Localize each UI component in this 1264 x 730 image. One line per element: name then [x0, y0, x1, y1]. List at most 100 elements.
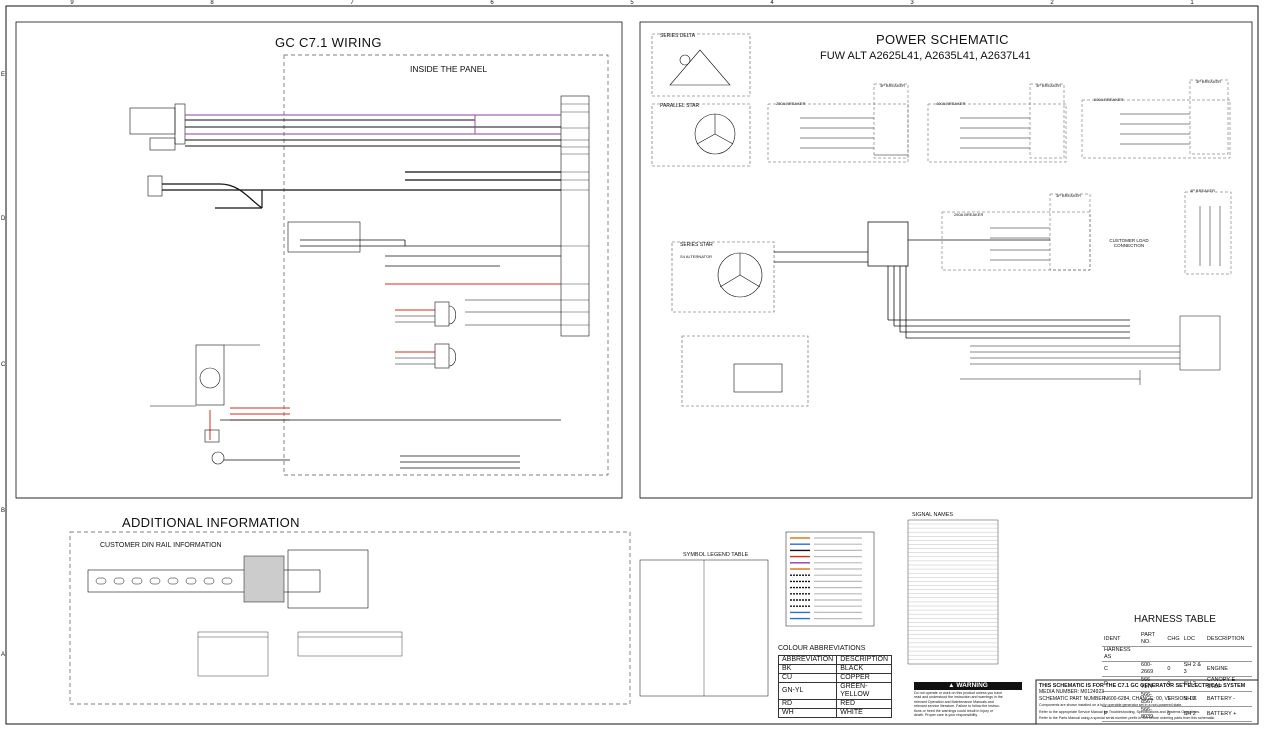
breaker-label-2: 3P BREAKER: [1036, 83, 1062, 88]
table-cell: ABBREVIATION: [777, 655, 838, 665]
table-cell: SH 2: [1181, 706, 1205, 722]
table-cell: COPPER: [836, 673, 893, 683]
col-marker: 6: [490, 0, 494, 6]
row-marker: D: [1, 216, 6, 222]
warning-line: tions or heed the warnings could result …: [914, 708, 994, 713]
table-cell: D: [1102, 676, 1139, 692]
breaker-label-3: 3P BREAKER: [1196, 79, 1222, 84]
terminal-strip: [560, 95, 590, 337]
harness-table: IDENT PART NO. CHG LOC DESCRIPTION HARNE…: [1102, 632, 1252, 722]
warning-title: WARNING: [956, 682, 988, 689]
power-panel-frame: [639, 21, 1253, 499]
table-cell: 566-8039: [1138, 706, 1166, 722]
colour-abbreviations-title: COLOUR ABBREVIATIONS: [778, 645, 866, 652]
warning-text: Do not operate or work on this product u…: [914, 691, 1003, 717]
table-cell: GREEN-YELLOW: [836, 682, 893, 700]
rated-breaker-4: 250A BREAKER: [954, 212, 984, 217]
table-cell: 1: [1165, 691, 1182, 707]
terminal-block-bank: [243, 555, 285, 603]
row-marker: E: [1, 72, 5, 78]
col-marker: 5: [630, 0, 634, 6]
info-line-1: THIS SCHEMATIC IS FOR THE C7.1 GC GENERA…: [1039, 683, 1246, 689]
signal-names-box: [907, 519, 999, 665]
parallel-star-label: PARALLEL STAR: [660, 103, 700, 109]
power-subtitle: FUW ALT A2625L41, A2635L41, A2637L41: [820, 50, 1031, 62]
wiring-title: GC C7.1 WIRING: [275, 35, 382, 50]
table-cell: BATTERY +: [1204, 706, 1252, 722]
rated-breaker-3: 600A BREAKER: [1094, 97, 1124, 102]
table-cell: DESCRIPTION: [836, 655, 893, 665]
avr-box: [681, 335, 809, 407]
breaker-group-2: [927, 83, 1067, 163]
rated-breaker-2: 400A BREAKER: [936, 101, 966, 106]
table-cell: GN-YL: [777, 682, 838, 700]
info-line-2: MEDIA NUMBER: M0124923: [1039, 689, 1105, 696]
series-star-box: [671, 241, 775, 313]
col-marker: 8: [210, 0, 214, 6]
din-rail: [87, 569, 321, 593]
breaker-group-5: [1184, 191, 1232, 275]
engine-component: [150, 344, 260, 465]
table-row: BK BLACK: [777, 664, 893, 674]
table-row: C 600-2669 0 SH 2 & 3 ENGINE: [1102, 661, 1252, 677]
din-rail-frame: [69, 531, 631, 705]
breaker-label-5: 4P BREAKER: [1190, 188, 1216, 193]
col-marker: 3: [910, 0, 914, 6]
table-cell: SH 2 & 3: [1181, 661, 1205, 677]
table-cell: RD: [777, 699, 838, 709]
info-line-4: Components are shown installed on a full…: [1039, 703, 1183, 708]
row-marker: A: [1, 652, 5, 658]
col-marker: 9: [70, 0, 74, 6]
symbol-legend-title: SYMBOL LEGEND TABLE: [683, 552, 749, 558]
inside-panel-label: INSIDE THE PANEL: [410, 64, 488, 74]
row-marker: C: [1, 362, 6, 368]
sensor-wires: [162, 171, 561, 209]
series-delta-label: SERIES DELTA: [660, 33, 696, 39]
sensor-box: [147, 175, 163, 197]
table-cell: 566-8567: [1138, 691, 1166, 707]
connector-block-a: [129, 107, 176, 135]
harness-table-title: HARNESS TABLE: [1134, 614, 1216, 625]
wire-legend-swatches: [790, 537, 862, 620]
table-row: IDENT PART NO. CHG LOC DESCRIPTION: [1102, 632, 1252, 647]
sheet-border: [5, 5, 1259, 725]
table-row: P 566-8039 0 SH 2 BATTERY +: [1102, 706, 1252, 722]
connector-block-b: [149, 137, 176, 151]
table-cell: 0: [1165, 661, 1182, 677]
table-cell: N: [1102, 691, 1139, 707]
col-marker: 7: [350, 0, 354, 6]
table-cell: C: [1102, 661, 1139, 677]
customer-load-label: CUSTOMER LOAD CONNECTION: [1109, 238, 1149, 248]
warning-line: relevant service literature. Failure to …: [914, 704, 1001, 709]
avr-unit: [733, 363, 783, 393]
table-cell: 566-7177: [1138, 676, 1166, 692]
top-wire-bundle: [185, 114, 561, 147]
table-row: HARNESS AS: [1102, 646, 1252, 662]
table-row: RD RED: [777, 699, 893, 709]
breaker-label-1: 3P BREAKER: [880, 83, 906, 88]
alternator-bus: [774, 221, 1130, 339]
breaker-group-1: [767, 83, 909, 163]
din-tables: [197, 631, 403, 677]
alternator-symbol: [717, 252, 763, 298]
table-cell: WHITE: [836, 708, 893, 718]
table-cell: DESCRIPTION: [1204, 632, 1252, 647]
table-cell: RED: [836, 699, 893, 709]
relay-box: [287, 221, 361, 253]
table-cell: HARNESS AS: [1102, 646, 1139, 662]
table-cell: SH 2: [1181, 691, 1205, 707]
alternator-label: S4 ALTERNATOR: [680, 254, 713, 259]
inside-panel-dashed: [283, 54, 609, 476]
table-cell: BK: [777, 664, 838, 674]
series-delta-symbol: [669, 49, 731, 86]
table-row: GN-YL GREEN-YELLOW: [777, 682, 893, 700]
parallel-star-symbol: [694, 113, 736, 155]
table-row: CU COPPER: [777, 673, 893, 683]
breaker-module-bank: [287, 549, 369, 609]
wire-legend-box: [785, 531, 875, 627]
breaker-group-4: [941, 193, 1091, 271]
info-box-text: THIS SCHEMATIC IS FOR THE C7.1 GC GENERA…: [1039, 683, 1245, 721]
table-cell: LOC: [1181, 632, 1205, 647]
warning-line: Do not operate or work on this product u…: [914, 691, 1003, 695]
wiring-panel-frame: [15, 21, 623, 499]
